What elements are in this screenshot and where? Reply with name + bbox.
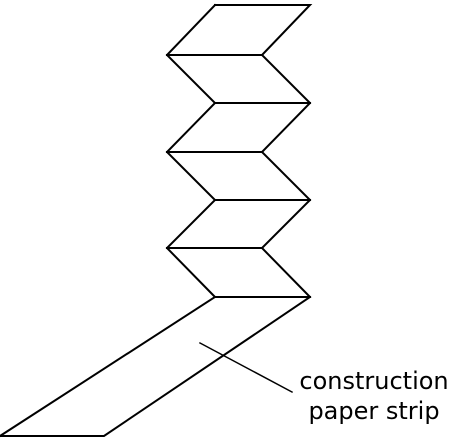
label-leader-line	[198, 341, 294, 394]
label-construction: construction	[299, 367, 449, 395]
label-paper-strip: paper strip	[308, 397, 440, 425]
strip-right-edge	[0, 4, 313, 437]
strip-left-edge	[0, 3, 217, 438]
